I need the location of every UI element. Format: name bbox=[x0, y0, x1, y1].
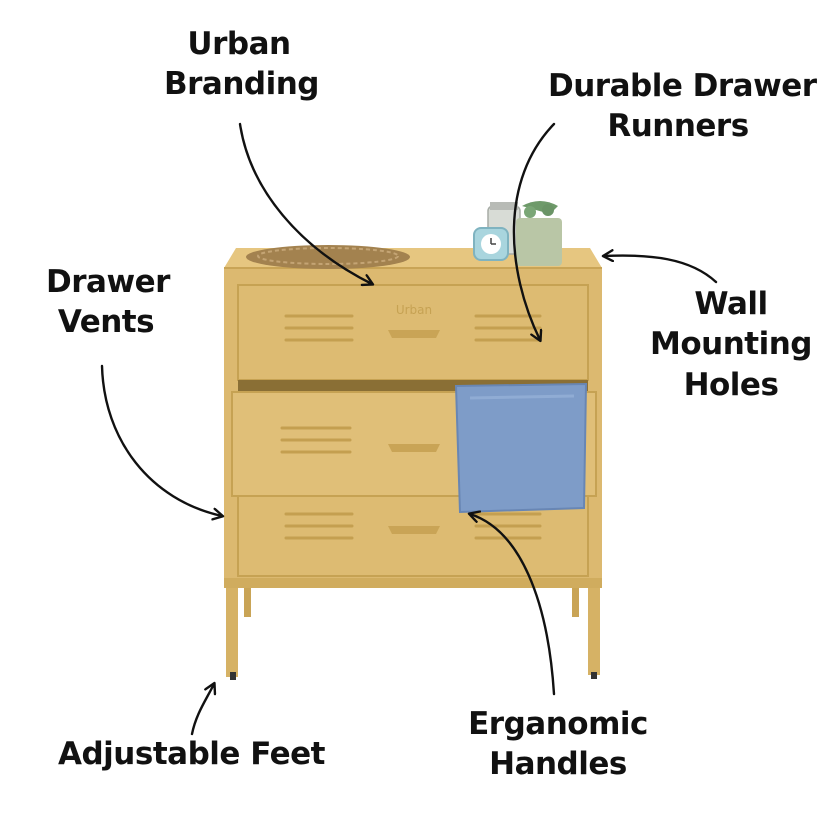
callout-drawer-vents: Drawer Vents bbox=[46, 264, 170, 341]
callout-adjustable-feet: Adjustable Feet bbox=[58, 736, 326, 772]
arrow-urban-branding bbox=[238, 122, 372, 284]
vent-icon bbox=[280, 426, 352, 454]
vent-icon bbox=[284, 512, 542, 540]
clock-icon bbox=[473, 227, 509, 261]
callout-erganomic-handles: Erganomic Handles bbox=[468, 706, 648, 783]
towel-icon bbox=[454, 382, 588, 514]
cabinet-leg-right bbox=[588, 585, 600, 675]
handle-icon bbox=[388, 526, 440, 534]
cabinet-leg-left bbox=[226, 585, 238, 677]
arrow-wall-mounting-holes bbox=[604, 256, 718, 284]
handle-icon bbox=[388, 444, 440, 452]
callout-arrows bbox=[100, 122, 718, 736]
callout-urban-branding: Urban Branding bbox=[164, 26, 319, 103]
handle-icon bbox=[388, 330, 440, 338]
brand-mark: Urban bbox=[396, 303, 432, 317]
callout-wall-mounting-holes: Wall Mounting Holes bbox=[650, 286, 813, 403]
arrow-durable-drawer-runners bbox=[512, 122, 556, 340]
arrow-erganomic-handles bbox=[470, 514, 556, 696]
callout-durable-drawer-runners: Durable Drawer Runners bbox=[548, 68, 817, 145]
arrow-drawer-vents bbox=[100, 364, 222, 516]
arrow-adjustable-feet bbox=[190, 684, 214, 736]
plant-icon bbox=[516, 201, 562, 266]
